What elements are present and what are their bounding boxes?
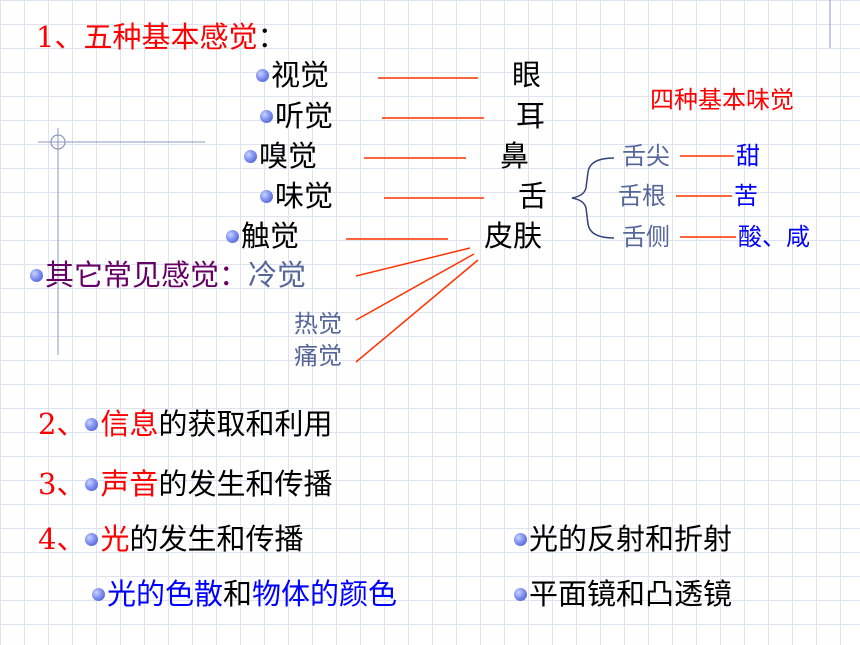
topic-5b: 平面镜和凸透镜	[514, 577, 732, 611]
taste-bitter: 苦	[734, 182, 758, 210]
topic-3: 3、声音的发生和传播	[38, 467, 332, 501]
section-1-heading: 1、五种基本感觉：	[36, 20, 286, 54]
bullet-icon	[514, 532, 527, 546]
topic-number: 2、	[38, 407, 86, 441]
bullet-icon	[85, 532, 99, 546]
pain-sense: 痛觉	[294, 342, 342, 370]
bullet-icon	[260, 109, 273, 123]
heading-colon: ：	[257, 20, 287, 54]
sense-label: 味觉	[275, 179, 334, 213]
line-pain	[355, 259, 479, 363]
taste-sweet: 甜	[736, 142, 760, 170]
taste-brace	[571, 157, 615, 239]
topic-highlight-color: 物体的颜色	[252, 577, 398, 611]
tongue-side: 舌侧	[622, 223, 670, 251]
sense-item-touch: 触觉	[226, 219, 299, 253]
bullet-icon	[30, 268, 43, 282]
bullet-icon	[92, 587, 105, 601]
line-heat	[355, 253, 475, 321]
bullet-icon	[226, 229, 239, 243]
bullet-icon	[260, 189, 273, 203]
organ-skin: 皮肤	[484, 219, 543, 253]
taste-title: 四种基本味觉	[650, 86, 794, 114]
other-senses-line: 其它常见感觉：冷觉	[30, 258, 306, 292]
topic-text: 光的反射和折射	[529, 522, 733, 556]
topic-4: 4、光的发生和传播	[38, 522, 303, 556]
sense-label: 嗅觉	[259, 139, 318, 173]
heading-number: 1、	[36, 20, 84, 54]
heading-title: 五种基本感觉	[83, 20, 258, 54]
topic-4b: 光的反射和折射	[514, 522, 732, 556]
organ-eye: 眼	[512, 58, 542, 92]
sense-item-hearing: 听觉	[260, 99, 333, 133]
topic-number: 4、	[38, 522, 86, 556]
topic-highlight: 光	[100, 522, 130, 556]
other-senses-label: 其它常见感觉：	[45, 258, 249, 292]
sense-item-vision: 视觉	[256, 58, 329, 92]
bullet-icon	[85, 417, 99, 431]
topic-number: 3、	[38, 467, 86, 501]
topic-text: 的发生和传播	[158, 467, 333, 501]
sense-label: 听觉	[275, 99, 334, 133]
taste-sour-salty: 酸、咸	[738, 223, 810, 251]
sense-label: 触觉	[241, 219, 300, 253]
topic-5: 光的色散和物体的颜色	[92, 577, 397, 611]
bullet-icon	[514, 587, 527, 601]
topic-text: 和	[223, 577, 253, 611]
organ-nose: 鼻	[500, 139, 530, 173]
sense-item-taste: 味觉	[260, 179, 333, 213]
sense-item-smell: 嗅觉	[244, 139, 317, 173]
bullet-icon	[244, 149, 257, 163]
heat-sense: 热觉	[294, 310, 342, 338]
tongue-tip: 舌尖	[622, 142, 670, 170]
bullet-icon	[256, 68, 269, 82]
bullet-icon	[85, 477, 99, 491]
sense-label: 视觉	[271, 58, 330, 92]
organ-tongue: 舌	[518, 179, 548, 213]
topic-text: 的获取和利用	[158, 407, 333, 441]
cold-sense: 冷觉	[248, 258, 307, 292]
tongue-root: 舌根	[618, 182, 666, 210]
line-cold	[355, 247, 471, 277]
topic-text: 平面镜和凸透镜	[529, 577, 733, 611]
topic-2: 2、信息的获取和利用	[38, 407, 332, 441]
topic-text: 的发生和传播	[129, 522, 304, 556]
topic-highlight: 信息	[100, 407, 159, 441]
organ-ear: 耳	[516, 99, 546, 133]
topic-highlight: 声音	[100, 467, 159, 501]
guide-circle	[50, 134, 66, 150]
topic-highlight-dispersion: 光的色散	[107, 577, 224, 611]
